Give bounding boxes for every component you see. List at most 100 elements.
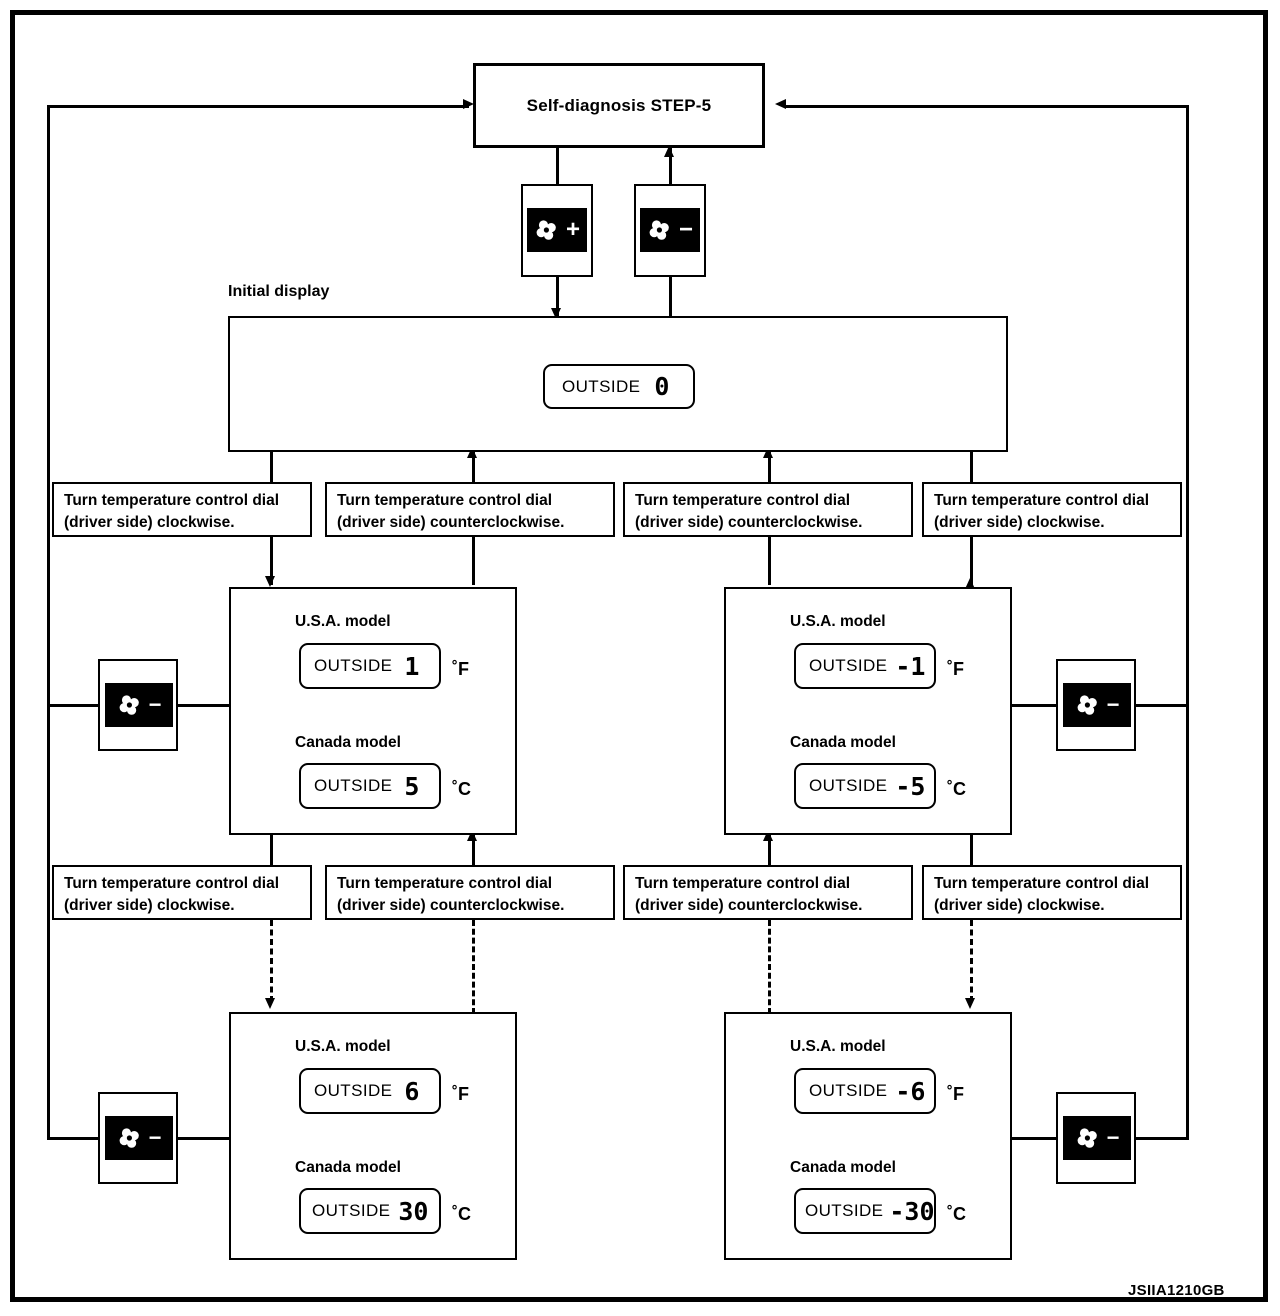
fan-minus-key-mid-right[interactable]: −: [1056, 659, 1136, 751]
connector-instr3-to-initial: [768, 452, 771, 482]
initial-display-lcd: OUTSIDE 0: [543, 364, 695, 409]
midright-canada-lcd-label: OUTSIDE: [809, 776, 888, 795]
midright-canada-unit: ˚C: [947, 779, 966, 799]
botleft-canada-value: 30: [398, 1196, 429, 1226]
connector-fanminus-to-top: [669, 148, 672, 184]
fan-plus-key[interactable]: +: [521, 184, 593, 277]
arrow-into-midright-panel: [965, 578, 975, 589]
midleft-canada-value: 5: [404, 771, 420, 801]
connector-top-to-fanplus: [556, 148, 559, 184]
minus-sign: −: [1106, 1125, 1120, 1150]
botright-usa-unit: ˚F: [947, 1084, 964, 1104]
botleft-canada-lcd: OUTSIDE 30: [299, 1188, 441, 1234]
fan-icon: [1077, 695, 1097, 715]
arrow-up-into-initial-display-left: [467, 447, 477, 458]
instr-r2c3-line1: Turn temperature control dial: [635, 875, 851, 892]
botleft-usa-lcd-label: OUTSIDE: [314, 1081, 393, 1100]
midright-canada-lcd: OUTSIDE -5: [794, 763, 936, 809]
midleft-canada-model-label: Canada model: [295, 734, 401, 751]
botleft-usa-unit: ˚F: [452, 1084, 469, 1104]
connector-instr7-to-midright: [768, 835, 771, 865]
self-diagnosis-step-box: Self-diagnosis STEP-5: [473, 63, 765, 148]
fan-minus-key-bot-right[interactable]: −: [1056, 1092, 1136, 1184]
connector-dashed-instr5-to-botleft: [270, 920, 273, 1002]
fan-icon: [119, 1128, 139, 1148]
connector-left-rail-to-botkey: [47, 1137, 102, 1140]
connector-instr4-to-midright: [970, 537, 973, 585]
arrow-into-top-right: [775, 99, 786, 109]
fan-minus-key-mid-left[interactable]: −: [98, 659, 178, 751]
plus-sign: +: [565, 216, 580, 243]
instr-r1c2-line1: Turn temperature control dial: [337, 492, 553, 509]
connector-midkey-to-midleft-panel: [178, 704, 233, 707]
connector-midkey-to-midright-panel: [1008, 704, 1063, 707]
midleft-usa-lcd-label: OUTSIDE: [314, 656, 393, 675]
botleft-usa-value: 6: [404, 1076, 420, 1106]
connector-left-rail: [47, 105, 50, 1139]
instruction-box-r2c4: Turn temperature control dial (driver si…: [922, 865, 1182, 920]
reference-code: JSIIA1210GB: [1128, 1282, 1225, 1299]
connector-midleft-to-instr2: [472, 537, 475, 585]
connector-midleft-to-instr5: [270, 835, 273, 865]
fan-icon: [649, 220, 669, 240]
arrow-into-initial-display: [551, 308, 561, 319]
self-diagnosis-label: Self-diagnosis STEP-5: [526, 95, 712, 115]
midright-usa-value: -1: [895, 651, 926, 681]
fan-icon: [119, 695, 139, 715]
fan-minus-plate-bot-left: −: [105, 1116, 173, 1160]
fan-minus-plate-mid-right: −: [1063, 683, 1131, 727]
instr-r2c2-line2: (driver side) counterclockwise.: [337, 897, 565, 915]
fan-plus-plate: +: [527, 208, 587, 252]
instruction-box-r1c4: Turn temperature control dial (driver si…: [922, 482, 1182, 537]
connector-initial-to-fanminus: [669, 277, 672, 317]
initial-display-caption: Initial display: [228, 283, 330, 300]
instr-r2c3-line2: (driver side) counterclockwise.: [635, 897, 863, 915]
initial-lcd-value: 0: [654, 372, 670, 401]
botleft-usa-model-label: U.S.A. model: [295, 1038, 391, 1055]
botright-usa-lcd-label: OUTSIDE: [809, 1081, 888, 1100]
midleft-usa-model-label: U.S.A. model: [295, 613, 391, 630]
instr-r2c1-line2: (driver side) clockwise.: [64, 897, 235, 915]
connector-left-top: [47, 105, 469, 108]
connector-instr6-to-midleft: [472, 835, 475, 865]
fan-icon: [536, 220, 556, 240]
connector-instr2-to-initial: [472, 452, 475, 482]
botright-usa-lcd: OUTSIDE -6: [794, 1068, 936, 1114]
fan-minus-key[interactable]: −: [634, 184, 706, 277]
instruction-box-r2c2: Turn temperature control dial (driver si…: [325, 865, 615, 920]
fan-minus-plate-bot-right: −: [1063, 1116, 1131, 1160]
instr-r1c4-line1: Turn temperature control dial: [934, 492, 1150, 509]
fan-minus-plate-mid-left: −: [105, 683, 173, 727]
midright-usa-lcd-label: OUTSIDE: [809, 656, 888, 675]
instr-r1c2-line2: (driver side) counterclockwise.: [337, 514, 565, 532]
botleft-canada-unit: ˚C: [452, 1204, 471, 1224]
botright-canada-model-label: Canada model: [790, 1159, 896, 1176]
botright-usa-value: -6: [895, 1076, 926, 1106]
instr-r1c3-line2: (driver side) counterclockwise.: [635, 514, 863, 532]
instruction-box-r1c2: Turn temperature control dial (driver si…: [325, 482, 615, 537]
instr-r1c3-line1: Turn temperature control dial: [635, 492, 851, 509]
botleft-usa-lcd: OUTSIDE 6: [299, 1068, 441, 1114]
connector-fanplus-to-initial: [556, 277, 559, 317]
arrow-into-botright-panel: [965, 998, 975, 1009]
midright-canada-value: -5: [895, 771, 926, 801]
connector-initial-to-instr1: [270, 452, 273, 482]
connector-right-rail-to-botkey: [1134, 1137, 1189, 1140]
arrow-into-self-diagnosis: [664, 146, 674, 157]
arrow-into-botleft-panel: [265, 998, 275, 1009]
connector-botkey-to-botleft-panel: [178, 1137, 233, 1140]
midright-usa-lcd: OUTSIDE -1: [794, 643, 936, 689]
fan-minus-key-bot-left[interactable]: −: [98, 1092, 178, 1184]
fan-icon: [1077, 1128, 1097, 1148]
minus-sign: −: [1106, 692, 1120, 717]
arrow-up-into-initial-display-right: [763, 447, 773, 458]
connector-dashed-botright-to-instr7: [768, 920, 771, 1014]
minus-sign: −: [678, 216, 693, 243]
instr-r2c2-line1: Turn temperature control dial: [337, 875, 553, 892]
instruction-box-r2c3: Turn temperature control dial (driver si…: [623, 865, 913, 920]
midleft-usa-lcd: OUTSIDE 1: [299, 643, 441, 689]
instr-r2c1-line1: Turn temperature control dial: [64, 875, 280, 892]
connector-right-rail-to-midkey: [1134, 704, 1189, 707]
botright-canada-unit: ˚C: [947, 1204, 966, 1224]
initial-lcd-label: OUTSIDE: [562, 376, 641, 396]
